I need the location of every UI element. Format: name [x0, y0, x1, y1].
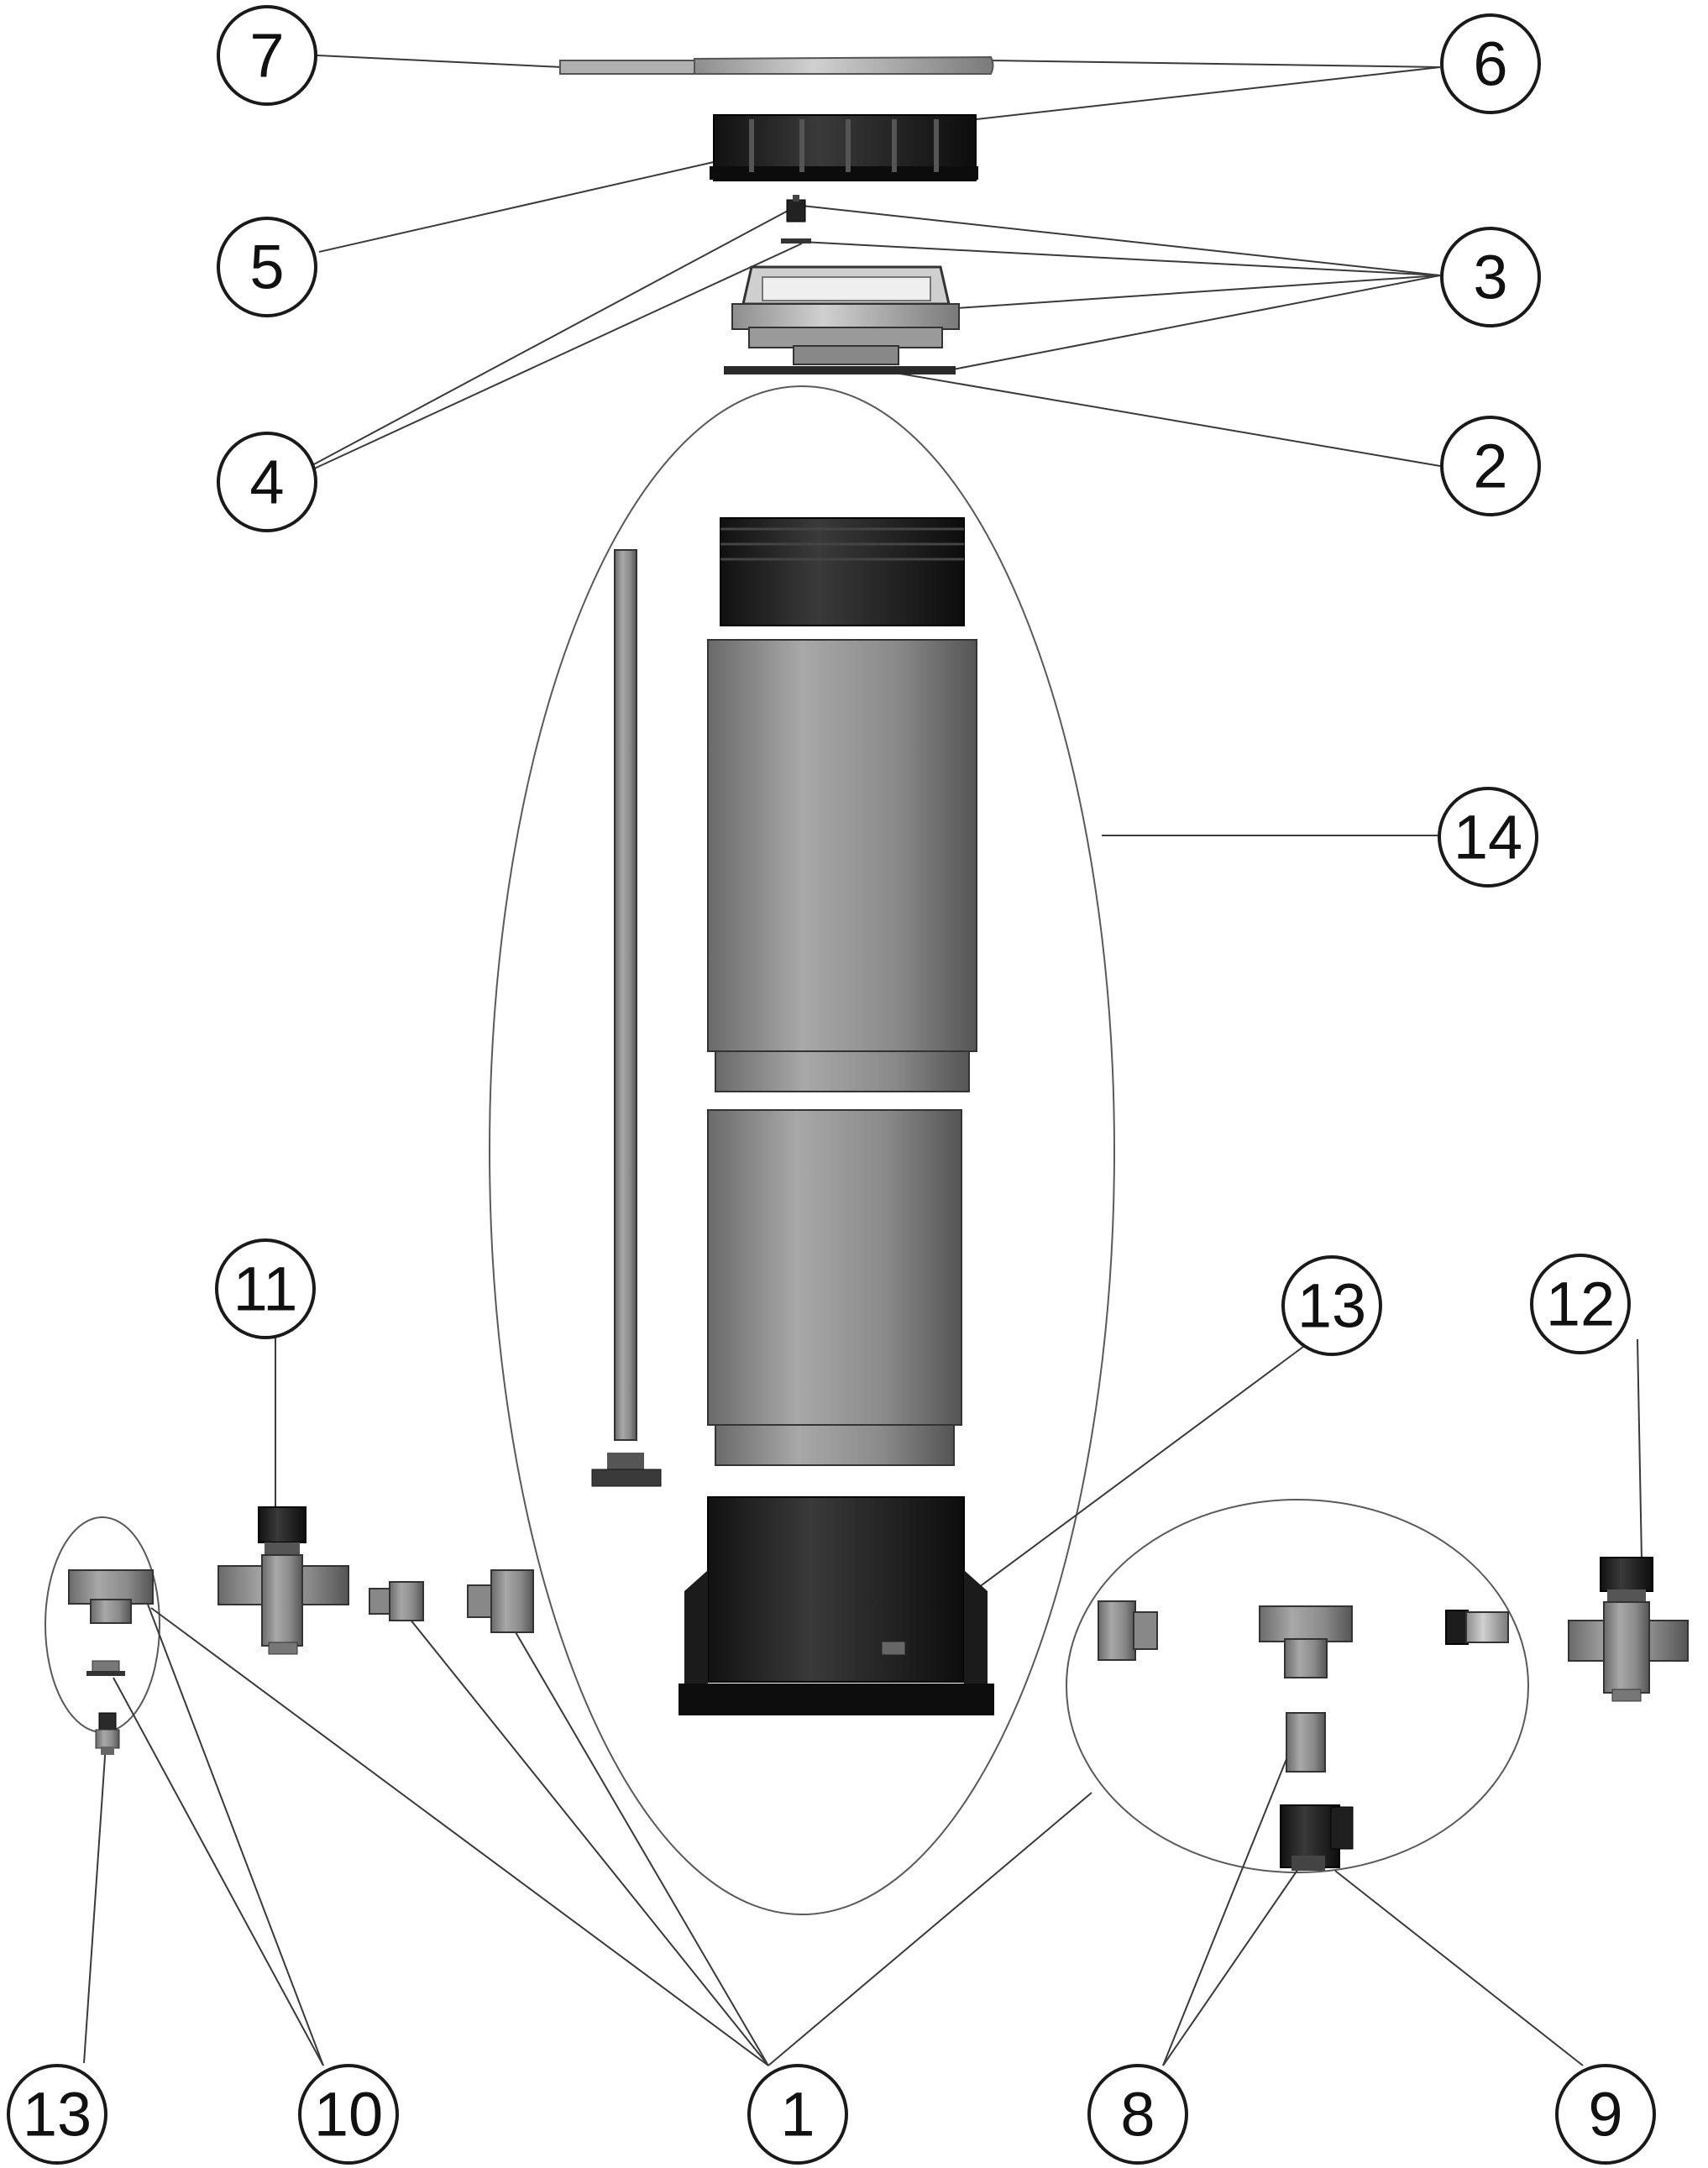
left-drain-cock-part	[95, 1712, 120, 1755]
callout-11-label: 11	[233, 1254, 298, 1324]
callout-7: 7	[217, 5, 317, 106]
callout-10: 10	[298, 2064, 399, 2165]
left-valve-part	[217, 1506, 349, 1655]
callout-12: 12	[1530, 1254, 1631, 1354]
callout-5: 5	[217, 217, 317, 317]
left-union-large-part	[467, 1569, 534, 1633]
callout-2: 2	[1440, 416, 1541, 516]
right-union-small-part	[1445, 1610, 1509, 1645]
callout-14: 14	[1438, 787, 1538, 888]
callout-12-label: 12	[1546, 1270, 1615, 1339]
left-union-small-part	[369, 1581, 424, 1621]
callout-13-left: 13	[7, 2064, 107, 2165]
lid-plate-part	[559, 55, 994, 75]
o-ring-gasket-part	[724, 366, 956, 374]
callout-6: 6	[1440, 13, 1541, 114]
tank-body-part	[678, 517, 994, 1715]
vent-screw-part	[781, 195, 811, 244]
left-tee-fitting-part	[68, 1569, 154, 1676]
right-fittings-group-ellipse	[1066, 1499, 1529, 1873]
main-body-group-ellipse	[489, 385, 1115, 1915]
callout-13-center: 13	[1281, 1255, 1382, 1356]
callout-4: 4	[217, 432, 317, 532]
right-nipple-part	[1286, 1712, 1326, 1773]
callout-7-label: 7	[249, 21, 284, 91]
callout-1-label: 1	[780, 2080, 815, 2150]
callout-13-center-label: 13	[1297, 1271, 1366, 1341]
callout-14-label: 14	[1454, 803, 1522, 872]
callout-10-label: 10	[314, 2080, 383, 2150]
callout-6-label: 6	[1473, 29, 1507, 99]
callout-4-label: 4	[249, 448, 284, 517]
leader-lines	[83, 55, 1643, 2066]
dip-tube-part	[591, 549, 662, 1487]
right-valve-part	[1568, 1557, 1689, 1702]
callout-13-left-label: 13	[23, 2080, 92, 2150]
left-fittings-group-ellipse	[45, 1516, 160, 1733]
callout-9-label: 9	[1588, 2080, 1622, 2150]
callout-8-label: 8	[1120, 2080, 1155, 2150]
right-tee-fitting-part	[1259, 1605, 1353, 1678]
callout-11: 11	[215, 1238, 316, 1339]
lid-dome-part	[731, 265, 960, 365]
drain-ball-valve-part	[1280, 1804, 1354, 1871]
callout-9: 9	[1555, 2064, 1656, 2165]
callout-8: 8	[1087, 2064, 1188, 2165]
threaded-cap-ring-part	[710, 114, 978, 181]
right-union-large-part	[1098, 1600, 1158, 1661]
callout-1: 1	[747, 2064, 848, 2165]
callout-2-label: 2	[1473, 432, 1507, 501]
callout-5-label: 5	[249, 233, 284, 302]
callout-3-label: 3	[1473, 243, 1507, 312]
callout-3: 3	[1440, 227, 1541, 327]
